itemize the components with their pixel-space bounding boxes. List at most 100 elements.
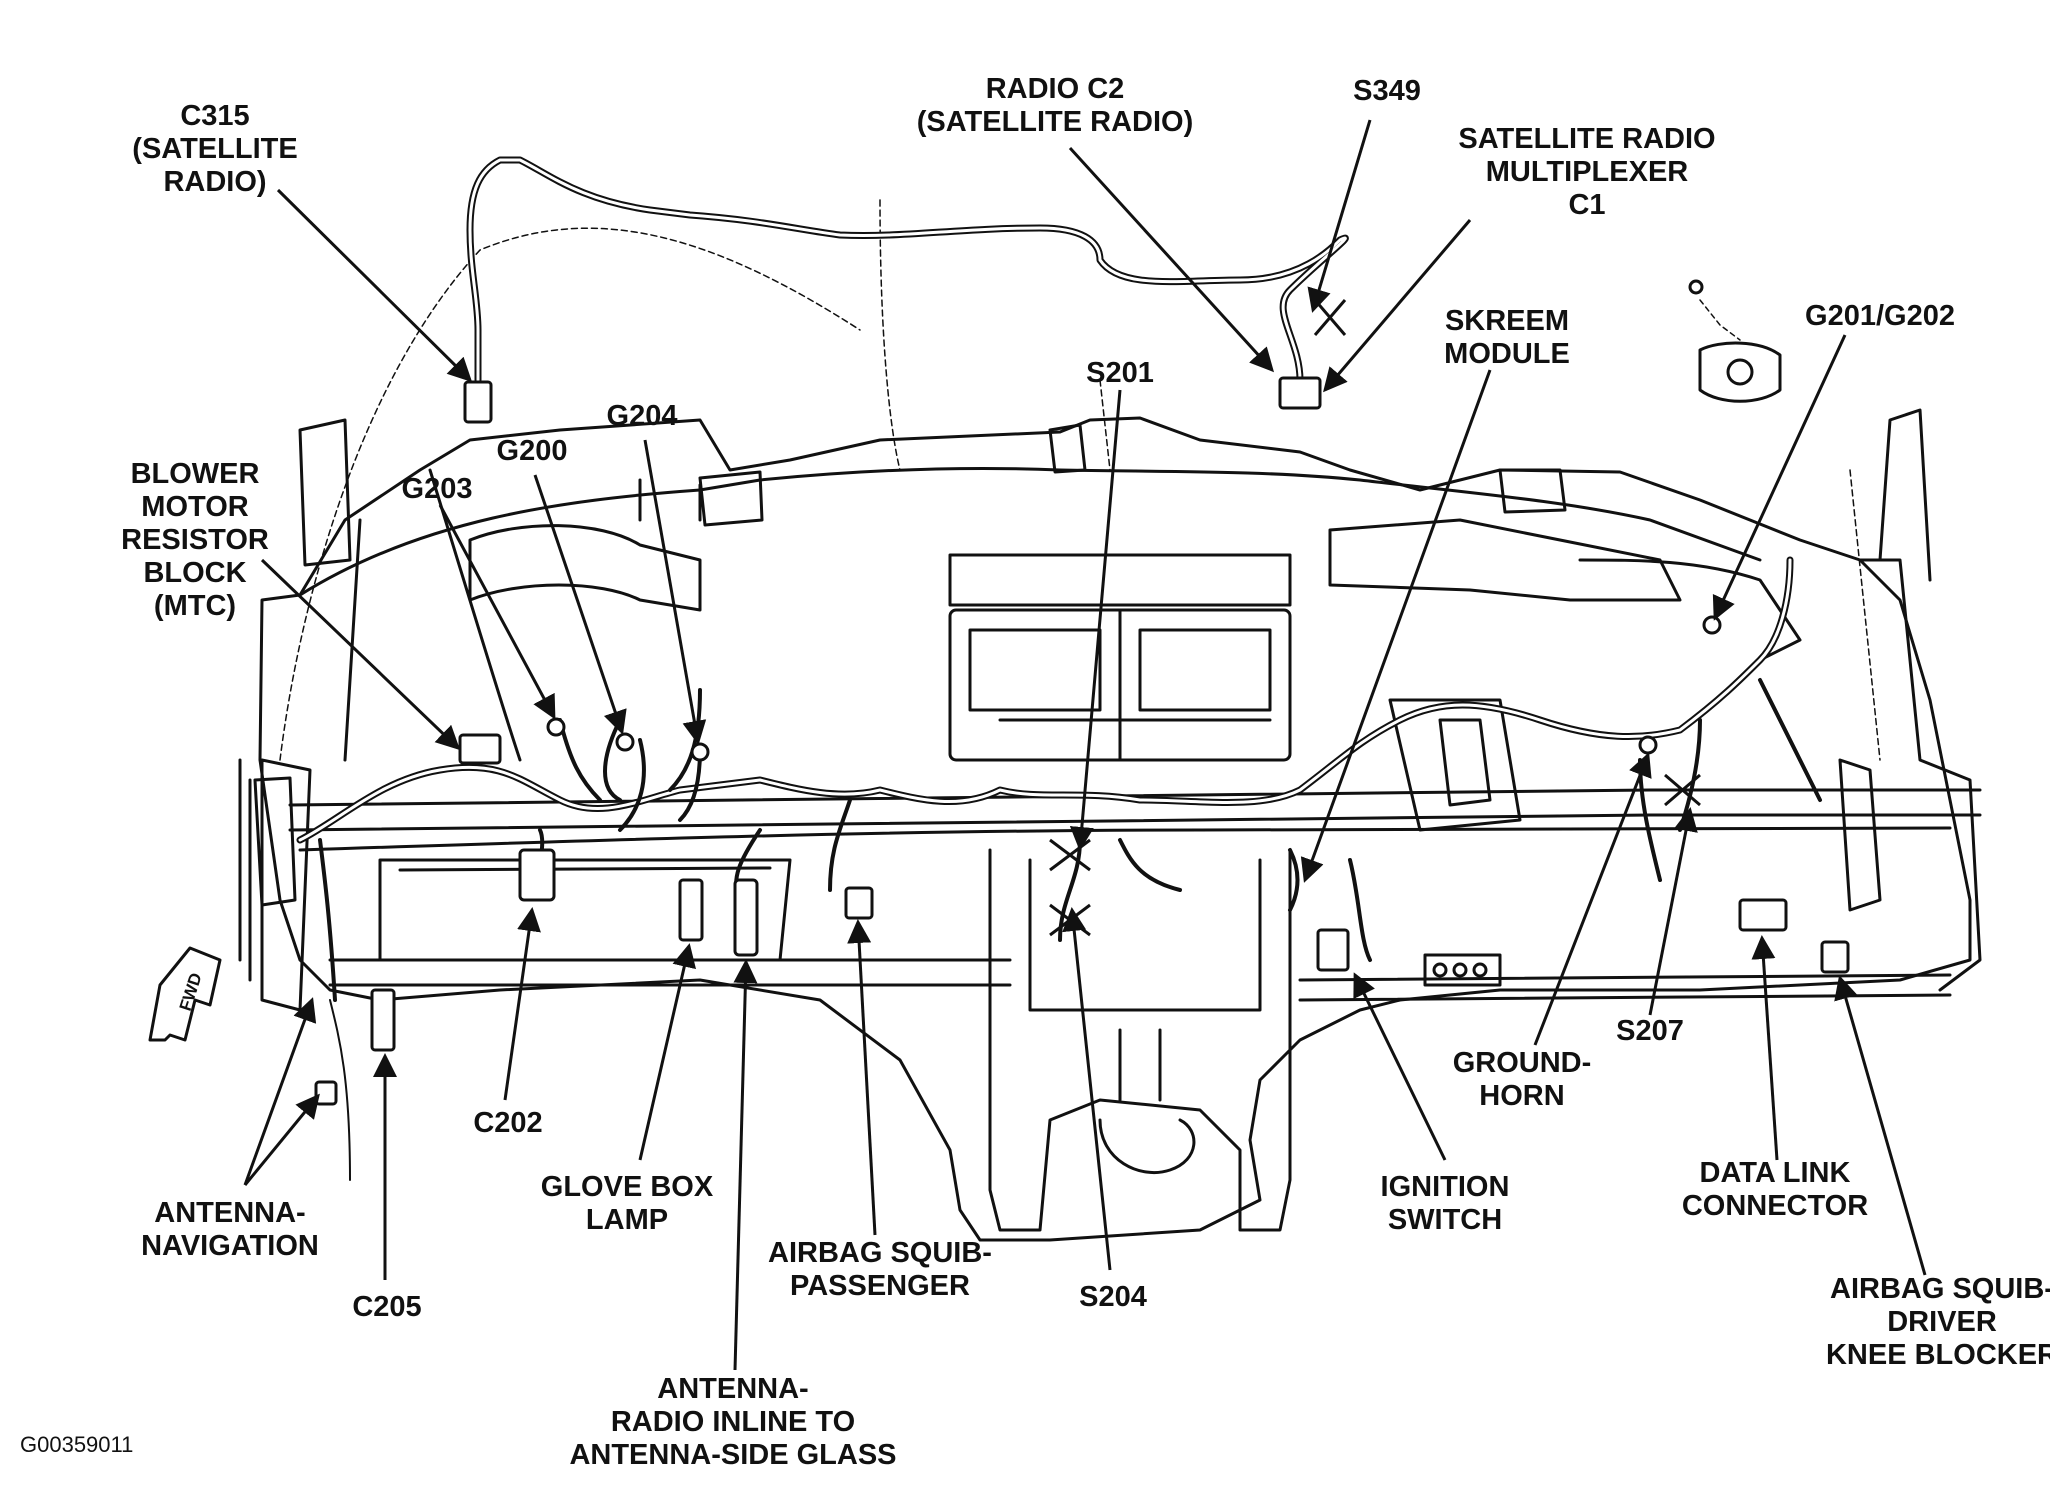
label-line: SATELLITE RADIO (1458, 123, 1715, 155)
blower-leader (260, 558, 461, 751)
ground-horn-stud (1638, 735, 1658, 755)
label-s349: S349 (1353, 75, 1421, 107)
label-line: (MTC) (154, 590, 236, 622)
g201-stud (1702, 615, 1722, 635)
sat-mux-connector (1278, 376, 1322, 410)
c202-leader (503, 907, 541, 1101)
label-line: C1 (1568, 189, 1605, 221)
label-line: S207 (1616, 1015, 1684, 1047)
label-radio-c2: RADIO C2(SATELLITE RADIO) (917, 73, 1194, 138)
s207-leader (1648, 807, 1698, 1016)
leader-lines (243, 119, 1927, 1371)
label-line: NAVIGATION (141, 1230, 319, 1262)
g204-leader (643, 439, 707, 745)
wiring-harness (296, 156, 1822, 1181)
data-link-connector (1738, 898, 1788, 932)
airbag-passenger-connector (844, 886, 874, 920)
label-line: SWITCH (1388, 1204, 1502, 1236)
c202-connector (518, 848, 556, 902)
label-line: G200 (497, 435, 568, 467)
label-line: SKREEM (1445, 305, 1569, 337)
label-g204: G204 (607, 400, 678, 432)
airbag-pass-leader (847, 919, 877, 1236)
label-line: (SATELLITE RADIO) (917, 106, 1194, 138)
label-line: ANTENNA-SIDE GLASS (569, 1439, 896, 1471)
g204-stud (690, 742, 710, 762)
data-link-leader (1751, 935, 1779, 1161)
antenna-nav-leader-b (243, 1093, 320, 1186)
label-line: PASSENGER (790, 1270, 970, 1302)
label-line: MOTOR (141, 491, 248, 523)
label-antenna-nav: ANTENNA-NAVIGATION (141, 1197, 319, 1262)
fwd-label: FWD (176, 971, 206, 1014)
s201-splice-mark (1049, 838, 1091, 872)
label-line: LAMP (586, 1204, 668, 1236)
label-line: BLOWER (131, 458, 260, 490)
label-line: RADIO C2 (986, 73, 1125, 105)
label-line: DATA LINK (1700, 1157, 1851, 1189)
label-line: KNEE BLOCKER (1826, 1339, 2050, 1371)
s204-leader (1062, 907, 1112, 1271)
label-ground-horn: GROUND-HORN (1453, 1047, 1592, 1112)
antenna-inline-connector (733, 878, 759, 957)
label-line: C202 (473, 1107, 542, 1139)
c315-connector (463, 380, 493, 424)
label-line: RADIO) (163, 166, 266, 198)
label-line: AIRBAG SQUIB- (768, 1237, 992, 1269)
label-line: CONNECTOR (1682, 1190, 1868, 1222)
label-line: DRIVER (1887, 1306, 1997, 1338)
airbag-driver-leader (1834, 975, 1927, 1276)
c315-leader (276, 188, 473, 383)
label-line: ANTENNA- (657, 1373, 808, 1405)
label-line: G203 (402, 473, 473, 505)
airbag-driver-connector (1820, 940, 1850, 974)
label-line: GROUND- (1453, 1047, 1592, 1079)
label-line: S349 (1353, 75, 1421, 107)
s349-splice-mark (1313, 299, 1347, 336)
sat-mux-leader (1323, 219, 1472, 393)
label-g200: G200 (497, 435, 568, 467)
label-line: RESISTOR (121, 524, 269, 556)
s349-leader (1307, 119, 1372, 313)
label-line: C315 (180, 100, 249, 132)
label-line: RADIO INLINE TO (611, 1406, 855, 1438)
label-c205: C205 (352, 1291, 421, 1323)
s207-splice-mark (1664, 773, 1701, 807)
label-line: AIRBAG SQUIB- (1830, 1273, 2050, 1305)
glove-box-leader (638, 943, 697, 1161)
antenna-nav-connector (314, 1080, 338, 1106)
ignition-leader (1353, 972, 1447, 1161)
label-s207: S207 (1616, 1015, 1684, 1047)
fwd-arrow-icon (148, 946, 222, 1042)
label-line: BLOCK (143, 557, 246, 589)
antenna-nav-leader-a (243, 997, 317, 1186)
instrument-panel-drawing (148, 199, 1982, 1242)
label-line: IGNITION (1381, 1171, 1510, 1203)
label-line: S201 (1086, 357, 1154, 389)
g201-g202-leader (1712, 334, 1847, 621)
label-g203: G203 (402, 473, 473, 505)
ground-horn-leader (1533, 752, 1652, 1046)
g200-leader (533, 474, 627, 735)
label-g201-g202: G201/G202 (1805, 300, 1955, 332)
label-c202: C202 (473, 1107, 542, 1139)
g203-stud (546, 717, 566, 737)
label-line: GLOVE BOX (541, 1171, 714, 1203)
g203-leader (438, 504, 556, 720)
label-line: G204 (607, 400, 678, 432)
c205-connector (370, 988, 396, 1052)
ignition-switch-connector (1316, 928, 1350, 972)
skreem-leader (1300, 369, 1492, 883)
label-airbag-pass: AIRBAG SQUIB-PASSENGER (768, 1237, 992, 1302)
